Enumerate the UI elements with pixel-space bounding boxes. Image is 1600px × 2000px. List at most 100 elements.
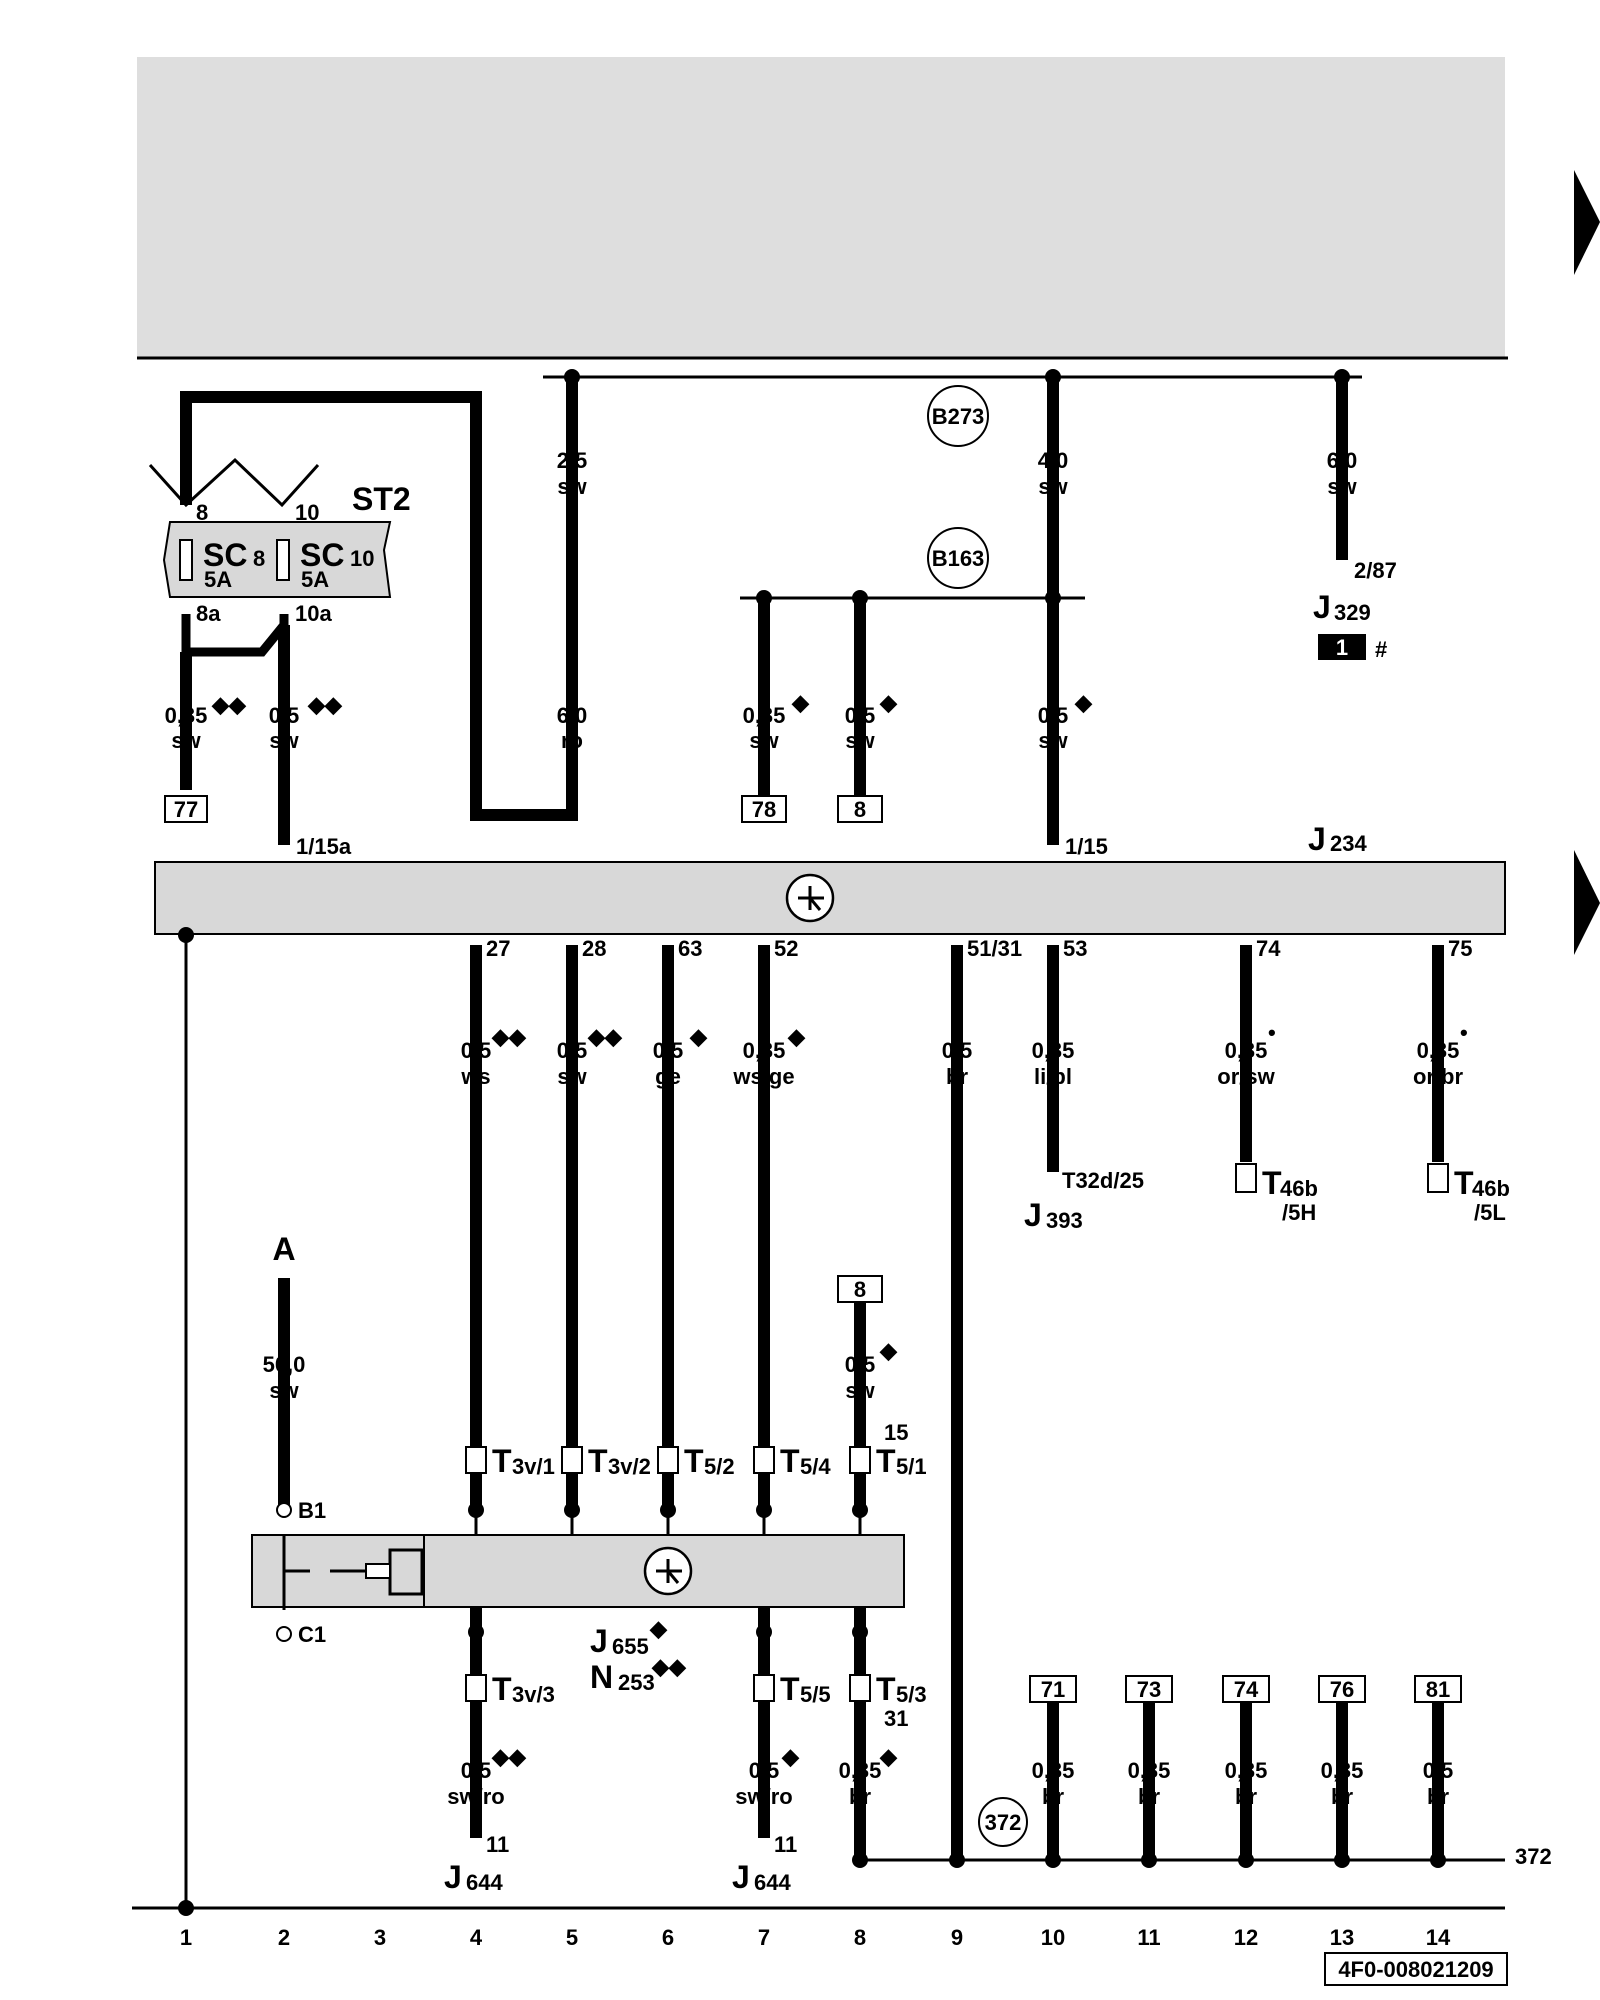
w81-mark: ◆ — [879, 1338, 898, 1363]
box-71-label: 71 — [1041, 1677, 1065, 1702]
track-1: 1 — [180, 1925, 192, 1950]
t46b-5h-connector-icon — [1235, 1163, 1257, 1193]
w27-mark: ◆◆ — [491, 1024, 527, 1049]
w8-size: 0,5 — [845, 703, 876, 728]
w53-color: li/bl — [1034, 1064, 1072, 1089]
w75-mark: • — [1460, 1020, 1468, 1045]
track-12: 12 — [1234, 1925, 1258, 1950]
node-372-13 — [1334, 1852, 1350, 1868]
box-76 — [1318, 1675, 1366, 1703]
connector-t3v2-sub: 3v/2 — [608, 1454, 651, 1479]
box-8b — [837, 1275, 883, 1303]
node-372-14 — [1430, 1852, 1446, 1868]
pin-27: 27 — [486, 936, 510, 961]
j644a-pin: 11 — [486, 1832, 509, 1857]
w63-color: ge — [655, 1064, 681, 1089]
b163-label: B163 — [932, 546, 985, 571]
box-8b-label: 8 — [854, 1277, 866, 1302]
connector-t53-icon — [849, 1674, 871, 1702]
track-6: 6 — [662, 1925, 674, 1950]
connector-t3v1-sub: 3v/1 — [512, 1454, 555, 1479]
connector-t3v3-sub: 3v/3 — [512, 1682, 555, 1707]
st2-feed-wire — [180, 391, 578, 821]
pin-53: 53 — [1063, 936, 1087, 961]
wL4-mark: ◆◆ — [491, 1744, 527, 1769]
j329-main: J — [1313, 589, 1331, 625]
connector-t52-sub: 5/2 — [704, 1454, 735, 1479]
track-8: 8 — [854, 1925, 866, 1950]
relay-symbol — [282, 1535, 424, 1610]
fuse-sc10-bottom-pin: 10a — [295, 601, 332, 626]
connector-t52-icon — [657, 1446, 679, 1474]
j655-sub: 655 — [612, 1634, 649, 1659]
box-71 — [1029, 1675, 1077, 1703]
w74-mark: • — [1268, 1020, 1276, 1045]
box-76-label: 76 — [1330, 1677, 1354, 1702]
j329-sub: 329 — [1334, 600, 1371, 625]
track-13: 13 — [1330, 1925, 1354, 1950]
ref-372: 372 — [1515, 1844, 1552, 1869]
wL8-size: 0,35 — [839, 1758, 882, 1783]
pin-74: 74 — [1256, 936, 1281, 961]
t46b-5l-sub: 46b — [1472, 1176, 1510, 1201]
continue-arrow-top[interactable] — [1574, 170, 1600, 275]
w52-mark: ◆ — [787, 1024, 806, 1049]
connector-t55-sub: 5/5 — [800, 1682, 831, 1707]
w9-size: 0,5 — [1038, 703, 1069, 728]
pin-1-15: 1/15 — [1065, 834, 1108, 859]
pin-63: 63 — [678, 936, 702, 961]
pin-51-31: 51/31 — [967, 936, 1022, 961]
w7-color: sw — [749, 728, 779, 753]
battery-label: A — [272, 1231, 295, 1267]
j234-electronic-icon-glyph — [798, 886, 824, 911]
w63-size: 0,5 — [653, 1038, 684, 1063]
wL7-color: sw/ro — [735, 1784, 792, 1809]
g76-color: br — [1331, 1784, 1353, 1809]
n253-sub: 253 — [618, 1670, 655, 1695]
box-78-label: 78 — [752, 797, 776, 822]
connector-t54-main: T — [780, 1443, 800, 1479]
track-7: 7 — [758, 1925, 770, 1950]
n253-mark: ◆◆ — [651, 1654, 687, 1679]
wire-8a — [181, 614, 289, 657]
w6-size: 6,0 — [557, 703, 588, 728]
node-372-8 — [852, 1852, 868, 1868]
fuse-sc10-num: 10 — [350, 546, 374, 571]
g74-size: 0,35 — [1225, 1758, 1268, 1783]
connector-t3v2-icon — [561, 1446, 583, 1474]
pin-b1: B1 — [298, 1498, 326, 1523]
box-74 — [1222, 1675, 1270, 1703]
pin-31: 31 — [884, 1706, 908, 1731]
connector-t53-main: T — [876, 1671, 896, 1707]
ground-node-top — [178, 927, 194, 943]
t46b-5h-main: T — [1262, 1165, 1282, 1201]
j644b-sub: 644 — [754, 1870, 791, 1895]
w5-size: 0,5 — [269, 703, 300, 728]
box-8a — [837, 795, 883, 823]
w52-size: 0,35 — [743, 1038, 786, 1063]
control-unit-j655[interactable] — [251, 1534, 905, 1608]
b273-label-circle — [927, 385, 989, 447]
connector-t51-icon — [849, 1446, 871, 1474]
wL8-color: br — [849, 1784, 871, 1809]
fuse-link-v — [148, 457, 320, 508]
fuse-sc10-rating: 5A — [301, 567, 329, 592]
j655-electronic-icon-glyph — [656, 1559, 682, 1584]
c372-label: 372 — [985, 1810, 1022, 1835]
w27-size: 0,5 — [461, 1038, 492, 1063]
w4-color: sw — [171, 728, 201, 753]
j644a-main: J — [444, 1859, 462, 1895]
j644a-sub: 644 — [466, 1870, 503, 1895]
track-5: 5 — [566, 1925, 578, 1950]
continue-arrow-middle[interactable] — [1574, 850, 1600, 955]
terminal-c1 — [276, 1626, 292, 1642]
terminal-b1 — [276, 1502, 292, 1518]
fuse-sc8-name: SC — [203, 537, 247, 573]
g81-color: br — [1427, 1784, 1449, 1809]
w53-size: 0,35 — [1032, 1038, 1075, 1063]
connector-t54-sub: 5/4 — [800, 1454, 831, 1479]
pin-2-87: 2/87 — [1354, 558, 1397, 583]
j234-sub: 234 — [1330, 831, 1367, 856]
connector-t53-sub: 5/3 — [896, 1682, 927, 1707]
j644b-pin: 11 — [774, 1832, 797, 1857]
